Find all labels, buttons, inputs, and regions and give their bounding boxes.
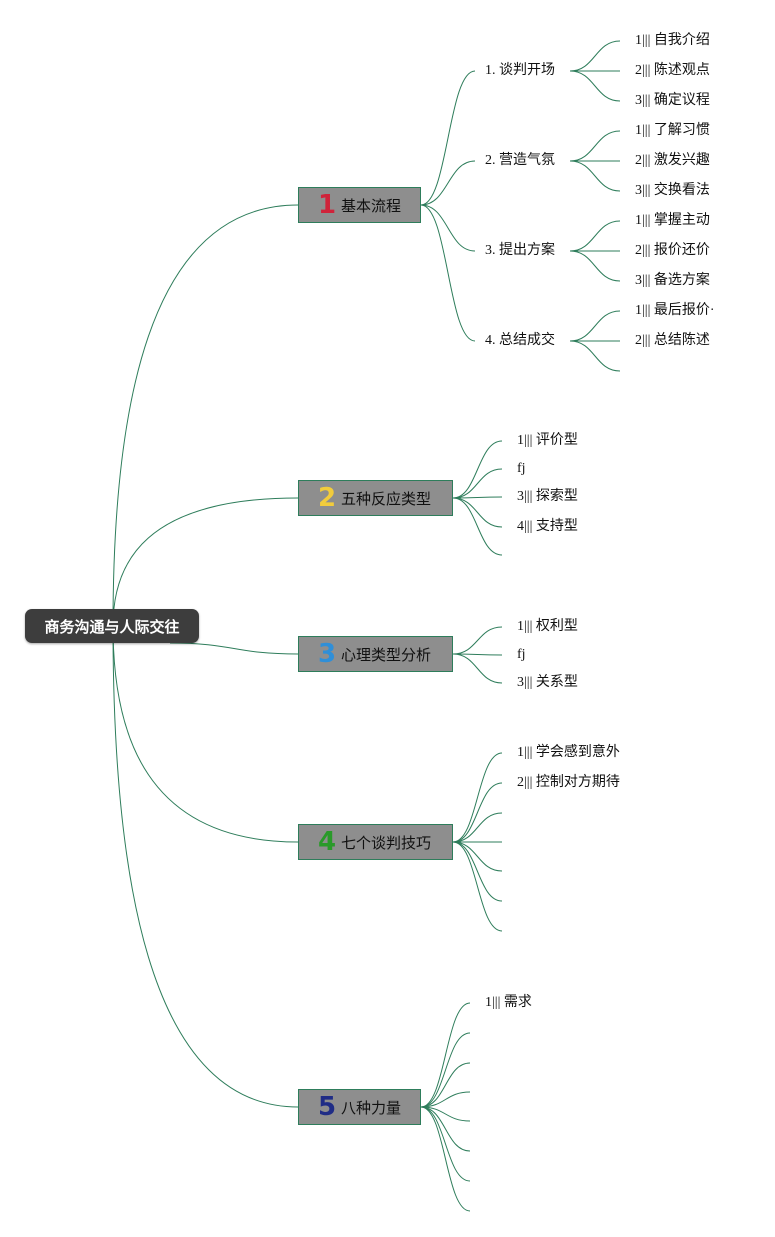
branch-five-reaction-types[interactable]: 2 五种反应类型 — [298, 480, 453, 516]
root-connector — [112, 625, 299, 1108]
connector-line — [569, 310, 621, 342]
leaf-item[interactable]: 3||| 备选方案 — [635, 273, 710, 288]
branch-label: 心理类型分析 — [341, 645, 432, 664]
subtopic-propose-plan[interactable]: 3. 提出方案 — [485, 243, 555, 258]
connector-line — [569, 70, 621, 102]
leaf-item[interactable]: 1||| 掌握主动 — [635, 213, 710, 228]
root-connector — [169, 642, 299, 655]
branch-label: 基本流程 — [341, 196, 402, 215]
leaf-item[interactable]: 1||| 需求 — [485, 995, 532, 1010]
connector-line — [452, 653, 503, 684]
connector-line — [569, 250, 621, 282]
connector-line — [420, 1002, 471, 1108]
connector-line — [452, 468, 503, 499]
leaf-item[interactable]: fj — [517, 647, 526, 662]
connector-line — [452, 841, 503, 872]
branch-label: 八种力量 — [341, 1098, 402, 1117]
leaf-item[interactable]: 4||| 支持型 — [517, 519, 578, 534]
connector-line — [569, 40, 621, 72]
number-one-icon: 1 — [317, 190, 337, 220]
connector-line — [420, 1106, 471, 1182]
branch-seven-techniques[interactable]: 4 七个谈判技巧 — [298, 824, 453, 860]
connector-line — [420, 204, 476, 342]
connector-line — [420, 70, 476, 206]
root-connector — [112, 625, 299, 843]
connector-line — [452, 812, 503, 843]
connector-line — [420, 1106, 471, 1212]
number-five-icon: 5 — [317, 1092, 337, 1122]
connector-line — [420, 1106, 471, 1152]
branch-basic-process[interactable]: 1 基本流程 — [298, 187, 421, 223]
connector-line — [452, 782, 503, 843]
connector-line — [452, 752, 503, 843]
leaf-item[interactable]: 1||| 了解习惯 — [635, 123, 710, 138]
leaf-item[interactable]: 1||| 学会感到意外 — [517, 745, 620, 760]
leaf-item[interactable]: 3||| 关系型 — [517, 675, 578, 690]
number-three-icon: 3 — [317, 639, 337, 669]
connector-line — [420, 1062, 471, 1108]
connector-line — [452, 496, 503, 499]
leaf-item[interactable]: 2||| 激发兴趣 — [635, 153, 710, 168]
number-four-icon: 4 — [317, 827, 337, 857]
connector-line — [452, 841, 503, 932]
branch-label: 五种反应类型 — [341, 489, 432, 508]
connector-line — [452, 653, 503, 656]
connector-line — [452, 440, 503, 499]
subtopic-negotiation-opening[interactable]: 1. 谈判开场 — [485, 63, 555, 78]
subtopic-create-atmosphere[interactable]: 2. 营造气氛 — [485, 153, 555, 168]
leaf-item[interactable]: 2||| 控制对方期待 — [517, 775, 620, 790]
leaf-item[interactable]: 1||| 自我介绍 — [635, 33, 710, 48]
leaf-item[interactable]: 3||| 探索型 — [517, 489, 578, 504]
leaf-item[interactable]: 2||| 总结陈述 — [635, 333, 710, 348]
connector-line — [420, 1032, 471, 1108]
connector-line — [569, 160, 621, 192]
leaf-item[interactable]: 2||| 报价还价 — [635, 243, 710, 258]
connector-line — [452, 497, 503, 528]
branch-eight-powers[interactable]: 5 八种力量 — [298, 1089, 421, 1125]
leaf-item[interactable]: 3||| 交换看法 — [635, 183, 710, 198]
connector-line — [569, 220, 621, 252]
number-two-icon: 2 — [317, 483, 337, 513]
leaf-item[interactable]: 3||| 确定议程 — [635, 93, 710, 108]
root-connector — [112, 204, 299, 627]
leaf-item[interactable]: 1||| 权利型 — [517, 619, 578, 634]
connector-line — [420, 1091, 471, 1108]
connector-line — [569, 340, 621, 372]
branch-psychology-types[interactable]: 3 心理类型分析 — [298, 636, 453, 672]
connector-line — [420, 204, 476, 252]
connector-line — [452, 626, 503, 655]
leaf-item[interactable]: 2||| 陈述观点 — [635, 63, 710, 78]
root-topic[interactable]: 商务沟通与人际交往 — [25, 609, 199, 643]
connector-line — [452, 497, 503, 556]
branch-label: 七个谈判技巧 — [341, 833, 432, 852]
root-connector — [112, 497, 299, 627]
subtopic-close-deal[interactable]: 4. 总结成交 — [485, 333, 555, 348]
leaf-item[interactable]: fj — [517, 461, 526, 476]
connector-line — [569, 130, 621, 162]
leaf-item[interactable]: 1||| 最后报价· — [635, 303, 715, 318]
root-topic-label: 商务沟通与人际交往 — [44, 617, 180, 636]
connector-line — [420, 160, 476, 206]
connector-line — [452, 841, 503, 902]
leaf-item[interactable]: 1||| 评价型 — [517, 433, 578, 448]
